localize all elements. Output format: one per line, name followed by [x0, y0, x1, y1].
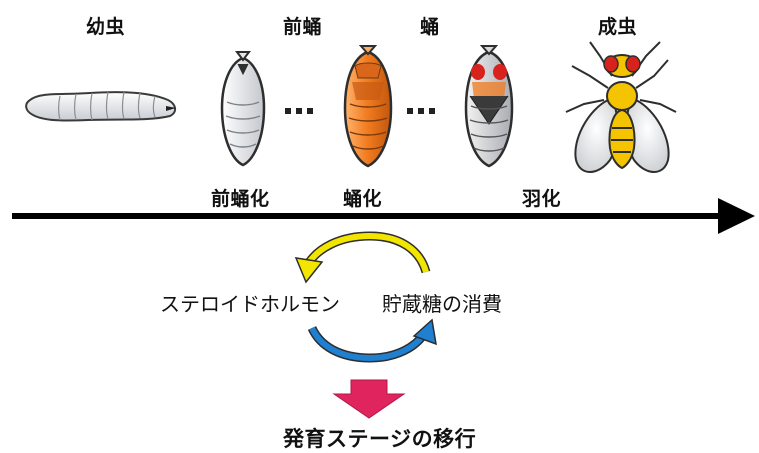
- stage-label-adult: 成虫: [598, 16, 638, 38]
- larva-icon: [25, 91, 176, 122]
- event-label-pupariation: 蛹化: [343, 188, 383, 210]
- prepupa-icon: [220, 51, 266, 167]
- ellipsis-icon-1: [285, 108, 313, 114]
- stage-label-pupa: 蛹: [420, 16, 440, 38]
- stage-label-prepupa: 前蛹: [283, 16, 323, 38]
- result-label: 発育ステージの移行: [283, 427, 477, 451]
- pharate-adult-icon: [464, 45, 514, 168]
- event-label-prepupariation: 前蛹化: [211, 188, 270, 210]
- ellipsis-icon-2: [407, 108, 435, 114]
- result-arrow: [332, 379, 406, 419]
- event-label-eclosion: 羽化: [522, 188, 562, 210]
- stage-label-larva: 幼虫: [86, 16, 126, 38]
- pupa-icon: [343, 45, 393, 168]
- cycle-arrow-bottom: [307, 318, 437, 363]
- timeline-arrow: [12, 198, 755, 234]
- adult-fly-icon: [565, 41, 677, 173]
- cycle-arrow-top: [294, 231, 431, 284]
- cycle-label-sugar-consumption: 貯蔵糖の消費: [382, 292, 502, 316]
- cycle-label-steroid-hormone: ステロイドホルモン: [160, 292, 340, 316]
